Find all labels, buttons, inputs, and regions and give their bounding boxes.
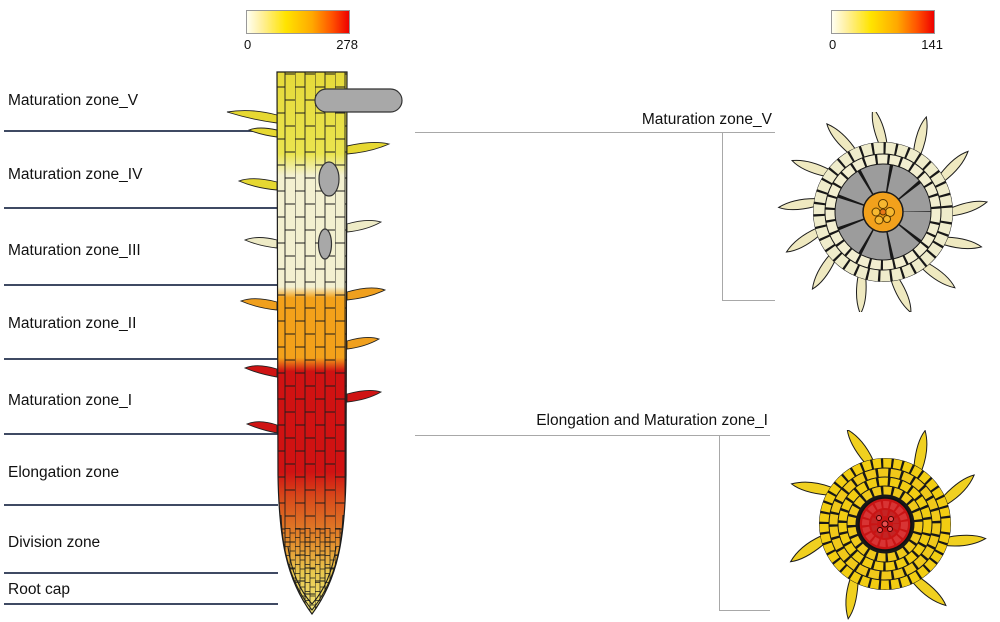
colorbar-right-max-label: 141 <box>921 37 943 52</box>
epidermis-ring <box>813 142 953 282</box>
root-hair-icon <box>346 219 383 233</box>
stele-cells <box>876 515 894 533</box>
stele-cell-ring-outer <box>862 501 908 547</box>
zone-divider-8 <box>4 603 278 605</box>
zone-divider-7 <box>4 572 278 574</box>
root-hair-icon <box>945 528 987 556</box>
zone-label-maturation-ii: Maturation zone_II <box>8 315 137 332</box>
connector-top-horizontal <box>415 132 775 133</box>
zone-divider-4 <box>4 358 278 360</box>
cortex-ring-1 <box>829 468 941 580</box>
lateral-root-primordium-large <box>314 88 403 113</box>
cortex-ring-2 <box>838 477 932 571</box>
lateral-root-primordium-small <box>317 228 333 260</box>
zone-divider-5 <box>4 433 278 435</box>
zone-divider-3 <box>4 284 278 286</box>
connector-top-arm <box>722 300 775 301</box>
root-hair-icon <box>247 127 278 138</box>
root-longitudinal-diagram <box>226 71 403 616</box>
root-hair-icon <box>950 200 988 217</box>
root-cell-pattern <box>277 72 347 614</box>
zone-divider-6 <box>4 504 278 506</box>
zone-label-root-cap: Root cap <box>8 581 71 598</box>
root-hair-icon <box>346 287 387 301</box>
connector-bottom-horizontal <box>415 435 770 436</box>
zone-label-elongation: Elongation zone <box>8 464 120 481</box>
colorbar-right: 0 141 <box>829 10 943 54</box>
connector-bottom-vertical <box>719 435 720 611</box>
root-cap-boundary <box>280 514 344 611</box>
root-hair-icon <box>239 298 278 311</box>
root-hair-icon <box>846 274 873 312</box>
zone-label-maturation-v: Maturation zone_V <box>8 92 139 109</box>
root-hair-icon <box>781 227 822 254</box>
zone-label-maturation-iv: Maturation zone_IV <box>8 166 143 183</box>
zone-label-maturation-iii: Maturation zone_III <box>8 242 141 259</box>
section-label-maturation-v: Maturation zone_V <box>641 111 772 128</box>
root-hair-icon <box>226 110 278 124</box>
columella-boundary <box>287 546 337 605</box>
connector-top-vertical <box>722 132 723 300</box>
endodermis-ring <box>847 486 923 562</box>
root-hairs <box>226 110 391 434</box>
stele-cell-ring-inner <box>871 510 899 538</box>
root-hair-icon <box>243 365 278 378</box>
root-hair-icon <box>245 421 278 434</box>
root-hair-icon <box>785 535 826 563</box>
stele-cells <box>871 199 895 225</box>
cross-section-maturation-v <box>778 112 988 312</box>
root-hair-icon <box>237 178 278 191</box>
colorbar-left: 0 278 <box>244 10 358 54</box>
lateral-root-primordium-medium <box>318 161 340 197</box>
root-hair-icon <box>846 430 874 465</box>
cross-section-elongation-maturation-i <box>785 430 987 620</box>
colorbar-left-gradient <box>246 10 350 34</box>
zone-divider-2 <box>4 207 278 209</box>
colorbar-left-min-label: 0 <box>244 37 252 52</box>
root-hair-icon <box>871 112 888 145</box>
root-hair-icon <box>346 336 381 350</box>
root-hair-icon <box>890 276 913 312</box>
root-hair-icon <box>940 474 982 505</box>
epidermis-ring <box>819 458 951 590</box>
connector-bottom-arm <box>719 610 770 611</box>
root-hair-icon <box>346 141 391 155</box>
zone-label-division: Division zone <box>8 534 101 551</box>
root-hair-icon <box>243 237 278 249</box>
outer-cortex-ring <box>825 154 941 270</box>
gray-cortex-cells <box>835 164 931 260</box>
colorbar-left-max-label: 278 <box>336 37 358 52</box>
colorbar-right-gradient <box>831 10 935 34</box>
root-hair-icon <box>346 389 383 403</box>
root-hair-icon <box>778 193 817 214</box>
colorbar-right-min-label: 0 <box>829 37 837 52</box>
zone-label-maturation-i: Maturation zone_I <box>8 392 133 409</box>
root-tip-cell-pattern <box>281 528 343 614</box>
zone-divider-1 <box>4 130 278 132</box>
section-label-elongation-maturation-i: Elongation and Maturation zone_I <box>536 412 768 429</box>
